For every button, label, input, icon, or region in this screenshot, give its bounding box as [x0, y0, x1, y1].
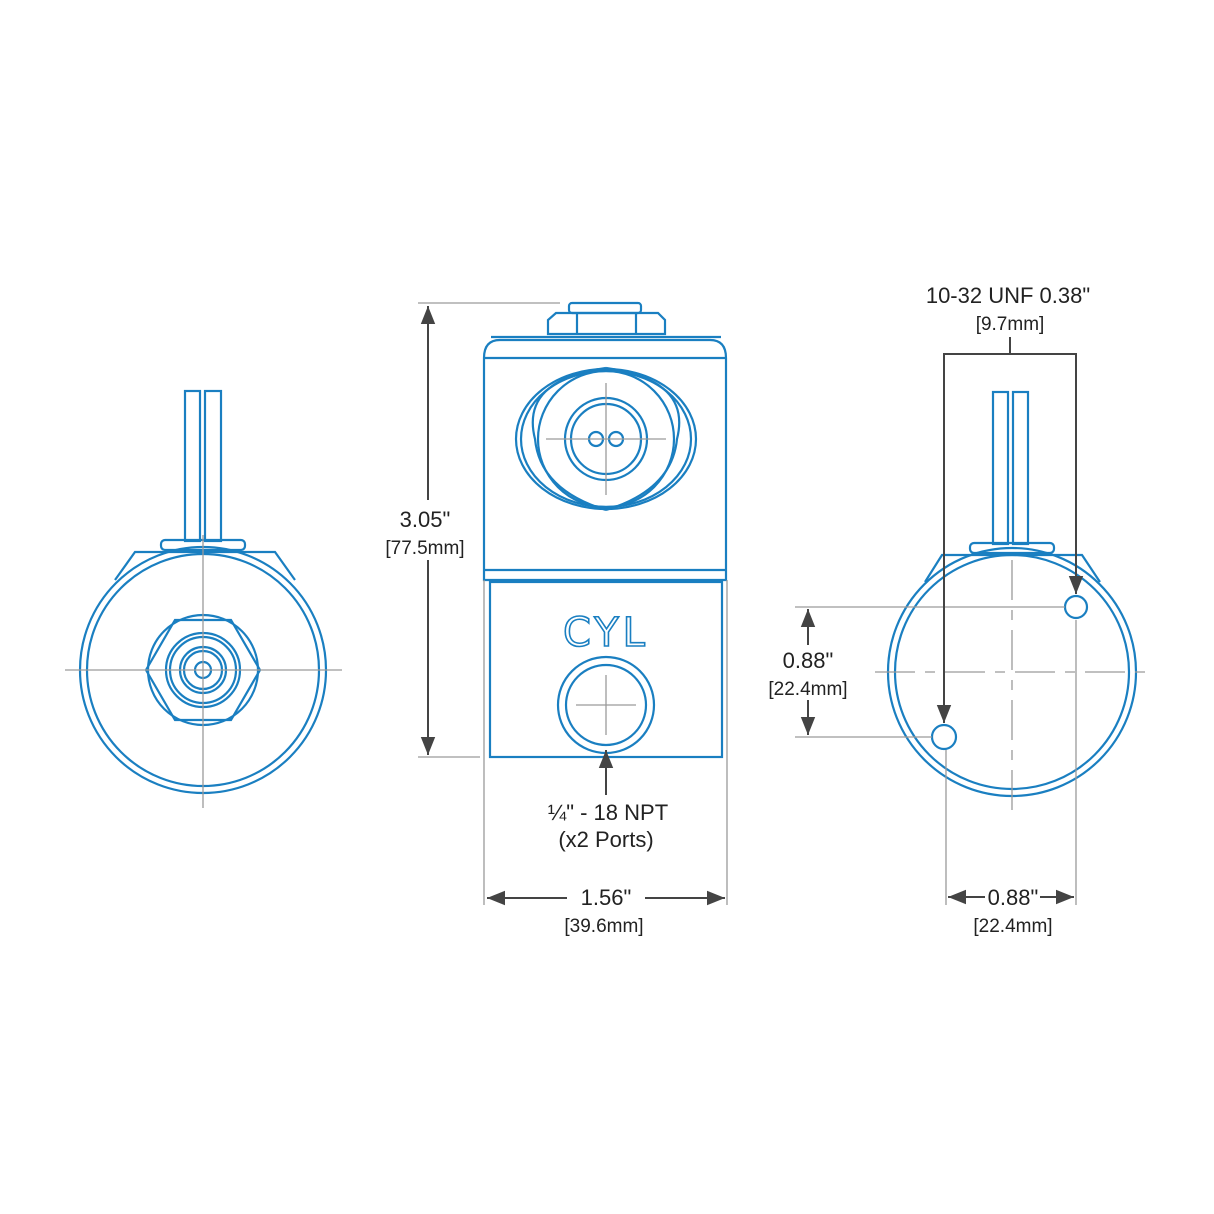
height-inch: 3.05": [400, 507, 451, 532]
front-view: CYL: [482, 301, 728, 759]
port-thread: ¼" - 18 NPT: [548, 800, 668, 825]
vspacing-inch: 0.88": [783, 648, 834, 673]
top-cap: [567, 301, 643, 315]
coil-housing: [482, 338, 728, 582]
coil-bracket: [114, 550, 296, 581]
thread-leader: [944, 337, 1076, 355]
hspacing-mm: [22.4mm]: [973, 916, 1052, 937]
terminal-left: [991, 390, 1010, 546]
port-count: (x2 Ports): [558, 827, 653, 852]
mount-thread: 10-32 UNF 0.38": [926, 283, 1090, 308]
mount-hole-upper: [1063, 594, 1089, 620]
terminal-cap: [968, 541, 1056, 555]
height-mm: [77.5mm]: [385, 538, 464, 559]
mount-hole-lower: [930, 723, 958, 751]
right-end-view: [875, 390, 1150, 810]
dimensions: 3.05" [77.5mm] 1.56" [39.6mm] ¼" - 18 NP…: [385, 283, 1090, 937]
coil-face: [514, 366, 698, 512]
width-inch: 1.56": [581, 885, 632, 910]
port-inner: [564, 663, 648, 747]
width-mm: [39.6mm]: [564, 916, 643, 937]
terminal-left: [183, 389, 202, 543]
mount-thread-mm: [9.7mm]: [976, 314, 1045, 335]
body-label: CYL: [563, 610, 649, 656]
hspacing-inch: 0.88": [988, 885, 1039, 910]
terminal-right: [203, 389, 223, 543]
left-end-view: [65, 389, 342, 808]
top-nut: [546, 311, 667, 336]
terminal-right: [1011, 390, 1030, 546]
vspacing-mm: [22.4mm]: [768, 679, 847, 700]
